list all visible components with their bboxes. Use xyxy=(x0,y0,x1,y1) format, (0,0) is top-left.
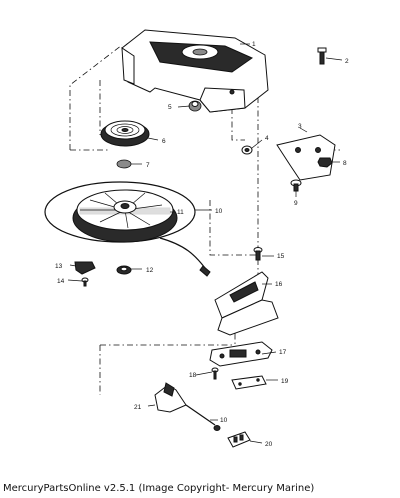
starter-handle-21 xyxy=(154,382,221,431)
washer-12 xyxy=(116,265,132,275)
screw-15 xyxy=(253,247,263,261)
callout-19: 19 xyxy=(281,378,289,385)
callout-17: 17 xyxy=(279,349,287,356)
screw-18 xyxy=(211,367,219,380)
callout-8: 8 xyxy=(343,160,347,167)
callout-11: 11 xyxy=(177,209,184,216)
callout-12: 12 xyxy=(146,267,154,274)
callout-14: 14 xyxy=(57,278,65,285)
screw-2 xyxy=(317,47,327,65)
image-caption: MercuryPartsOnline v2.5.1 (Image Copyrig… xyxy=(3,483,315,494)
bracket-3 xyxy=(276,134,336,181)
retainer-disc-7 xyxy=(116,159,132,169)
callout-21: 21 xyxy=(134,404,142,411)
callout-5: 5 xyxy=(168,104,172,111)
rope-pulley-11 xyxy=(72,189,178,243)
rope-anchor-20 xyxy=(227,431,251,448)
callout-4: 4 xyxy=(265,135,269,142)
assembly-guide-lines xyxy=(69,44,340,395)
callout-2: 2 xyxy=(345,58,349,65)
screw-14 xyxy=(81,277,89,287)
callout-15: 15 xyxy=(277,253,285,260)
callout-18: 18 xyxy=(189,372,197,379)
bushing-5 xyxy=(188,100,202,112)
callout-7: 7 xyxy=(146,162,150,169)
callout-9: 9 xyxy=(294,200,298,207)
pawl-13 xyxy=(74,261,96,275)
callout-10a: 10 xyxy=(215,208,223,215)
nut-8 xyxy=(317,157,333,168)
callout-3: 3 xyxy=(298,123,302,130)
callout-1: 1 xyxy=(252,41,256,48)
callout-leaders xyxy=(67,43,343,444)
screw-9 xyxy=(290,179,302,192)
callout-labels: 1 2 3 4 5 6 7 8 9 10 11 12 13 14 15 16 1… xyxy=(55,41,349,448)
callout-6: 6 xyxy=(162,138,166,145)
callout-13: 13 xyxy=(55,263,63,270)
callout-16: 16 xyxy=(275,281,283,288)
callout-10b: 10 xyxy=(220,417,228,424)
lockout-housing-16 xyxy=(214,271,279,336)
recoil-spring-6 xyxy=(100,120,150,147)
lockout-plate-17 xyxy=(209,341,273,367)
starter-housing xyxy=(121,29,269,113)
washer-4 xyxy=(241,145,253,155)
callout-20: 20 xyxy=(265,441,273,448)
spacer-plate-19 xyxy=(231,375,267,390)
